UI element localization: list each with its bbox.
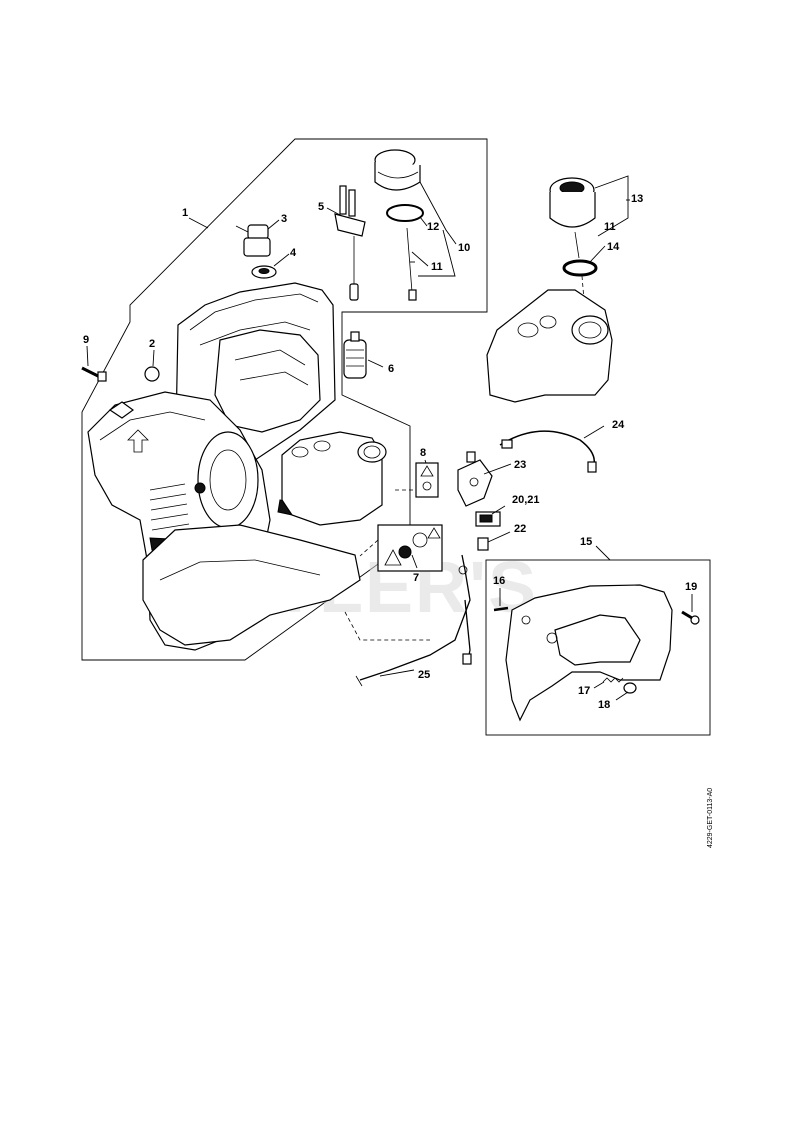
callout-20-21: 20,21 <box>512 494 540 506</box>
callout-6: 6 <box>388 363 394 375</box>
callout-12: 12 <box>427 221 439 233</box>
callout-25: 25 <box>418 669 430 681</box>
part-24-throttle-cable <box>499 430 597 473</box>
callout-18: 18 <box>598 699 610 711</box>
part-22-connector <box>477 537 489 551</box>
callout-16: 16 <box>493 575 505 587</box>
part-2-plug <box>144 366 160 382</box>
part-9-screw <box>81 366 107 382</box>
part-16-pin <box>493 606 509 612</box>
callout-8: 8 <box>420 447 426 459</box>
callout-10: 10 <box>458 242 470 254</box>
callout-23: 23 <box>514 459 526 471</box>
fuel-tank <box>486 289 613 403</box>
handle-assembly-frame <box>485 559 711 736</box>
callout-22: 22 <box>514 523 526 535</box>
part-8-label <box>415 462 439 498</box>
callout-2: 2 <box>149 338 155 350</box>
part-7-warning-label <box>377 524 443 572</box>
callout-9: 9 <box>83 334 89 346</box>
part-17-spring <box>602 677 624 683</box>
callout-14: 14 <box>607 241 620 253</box>
leader-lines <box>86 175 693 701</box>
callout-13: 13 <box>631 193 643 205</box>
part-19-screw <box>681 610 700 625</box>
part-6-fuel-filter <box>343 331 367 379</box>
part-23-throttle-trigger <box>457 451 493 507</box>
part-3-valve <box>235 224 271 257</box>
callout-17: 17 <box>578 685 590 697</box>
callout-5: 5 <box>318 201 324 213</box>
part-10-fuel-cap <box>374 149 424 301</box>
blower-housing <box>87 282 387 651</box>
callout-11-left: 11 <box>431 261 443 273</box>
callout-24: 24 <box>612 419 625 431</box>
callout-4: 4 <box>290 247 297 259</box>
part-18-button <box>623 682 637 694</box>
part-15-handle <box>505 584 673 722</box>
callout-3: 3 <box>281 213 287 225</box>
hidden-line-harness <box>344 611 430 641</box>
callout-11-right: 11 <box>604 221 616 233</box>
part-5-fuel-pickup <box>334 185 366 301</box>
document-id: 4229-GET-0113-A0 <box>707 788 714 848</box>
part-25-wire-harness <box>355 554 472 687</box>
callout-19: 19 <box>685 581 697 593</box>
callout-7: 7 <box>413 572 419 584</box>
part-4-grommet <box>251 265 277 279</box>
callout-1: 1 <box>182 207 188 219</box>
part-20-21-switch <box>475 511 501 527</box>
callout-15: 15 <box>580 536 592 548</box>
